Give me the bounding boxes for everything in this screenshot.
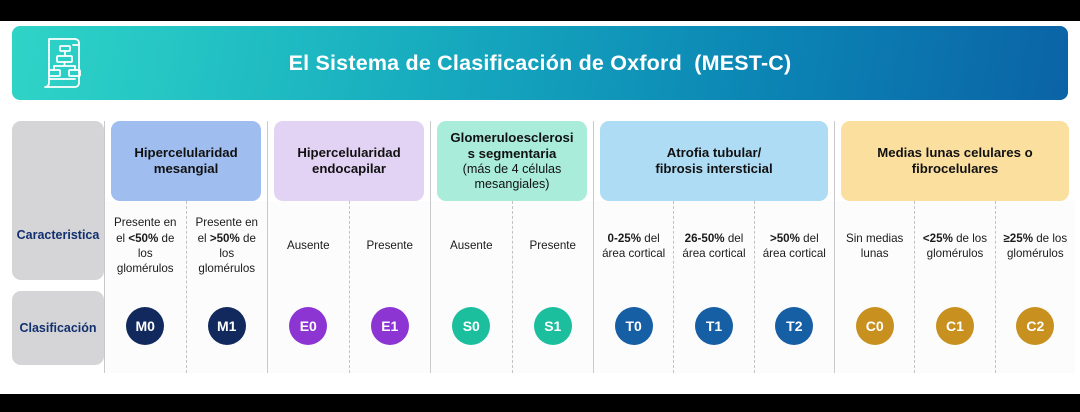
- title-banner: El Sistema de Clasificación de Oxford (M…: [12, 26, 1068, 100]
- classification-chip-t0[interactable]: T0: [614, 307, 653, 345]
- classification-chip-s1[interactable]: S1: [533, 307, 572, 345]
- classification-chip-e0[interactable]: E0: [289, 307, 328, 345]
- classification-chip-c2[interactable]: C2: [1016, 307, 1055, 345]
- criterion-text-c0: Sin medias lunas: [845, 231, 904, 260]
- classification-chip-s0[interactable]: S0: [452, 307, 491, 345]
- slide-canvas: El Sistema de Clasificación de Oxford (M…: [0, 21, 1080, 394]
- classification-chip-e1[interactable]: E1: [370, 307, 409, 345]
- group-header-subtitle: (más de 4 células mesangiales): [462, 161, 562, 192]
- classification-chip-c1[interactable]: C1: [935, 307, 974, 345]
- classification-cell-m0: M0: [126, 291, 165, 373]
- row-label-column: Caracteristica Clasificación: [12, 121, 104, 373]
- criterion-text-m1: Presente en el >50% de los glomérulos: [195, 216, 259, 276]
- classification-cell-c1: C1: [935, 291, 974, 373]
- classification-cell-e0: E0: [289, 291, 328, 373]
- group-t: Atrofia tubular/fibrosis intersticial 0-2…: [593, 121, 834, 373]
- row-label-feature: Caracteristica: [12, 121, 104, 280]
- criterion-text-e1: Presente: [366, 239, 413, 253]
- classification-chip-m0[interactable]: M0: [126, 307, 165, 345]
- group-header-text: Atrofia tubular/fibrosis intersticial: [655, 144, 773, 176]
- row-label-classification: Clasificación: [12, 291, 104, 365]
- label-spacer: [12, 280, 104, 291]
- mest-c-table: Caracteristica Clasificación Hipercelula…: [12, 121, 1075, 373]
- classification-chip-c0[interactable]: C0: [855, 307, 894, 345]
- page-title: El Sistema de Clasificación de Oxford (M…: [288, 50, 792, 75]
- classification-chip-t1[interactable]: T1: [694, 307, 733, 345]
- criterion-text-t1: 26-50% del área cortical: [682, 231, 746, 260]
- criterion-text-c1: <25% de los glomérulos: [922, 231, 988, 260]
- classification-cell-e1: E1: [370, 291, 409, 373]
- classification-cell-s0: S0: [452, 291, 491, 373]
- criterion-text-s1: Presente: [529, 239, 576, 253]
- scroll-hierarchy-icon: [12, 35, 104, 91]
- group-header-t: Atrofia tubular/fibrosis intersticial: [600, 121, 828, 201]
- classification-cell-t2: T2: [775, 291, 814, 373]
- bottom-letterbox-bar: [0, 394, 1080, 412]
- classification-cell-c0: C0: [855, 291, 894, 373]
- criterion-text-m0: Presente en el <50% de los glomérulos: [113, 216, 177, 276]
- criterion-text-e0: Ausente: [286, 239, 330, 253]
- classification-cell-m1: M1: [207, 291, 246, 373]
- classification-chip-m1[interactable]: M1: [207, 307, 246, 345]
- top-letterbox-bar: [0, 0, 1080, 21]
- criterion-text-t2: >50% del área cortical: [762, 231, 826, 260]
- classification-cell-t0: T0: [614, 291, 653, 373]
- criterion-text-c2: ≥25% de los glomérulos: [1003, 231, 1068, 260]
- criterion-text-t0: 0-25% del área cortical: [602, 231, 666, 260]
- classification-chip-t2[interactable]: T2: [775, 307, 814, 345]
- criterion-text-s0: Ausente: [449, 239, 493, 253]
- classification-cell-s1: S1: [533, 291, 572, 373]
- classification-cell-t1: T1: [694, 291, 733, 373]
- classification-cell-c2: C2: [1016, 291, 1055, 373]
